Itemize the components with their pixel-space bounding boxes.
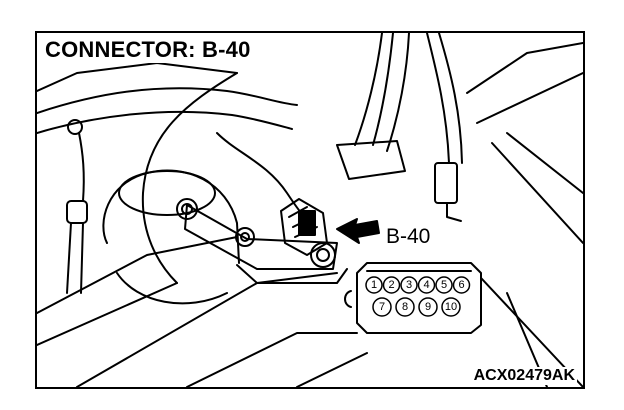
pin-4	[417, 276, 436, 294]
harness-strap	[336, 140, 406, 180]
bolt-right	[310, 242, 336, 268]
dipstick-tube-lower	[66, 222, 84, 294]
pin-label-3: 3	[406, 279, 412, 291]
bolt-left-head	[181, 203, 193, 215]
harness-inner	[372, 33, 394, 146]
bolt-center	[235, 227, 255, 247]
pin-label-9: 9	[425, 301, 431, 313]
sensor-wire-1	[141, 72, 238, 284]
pointer-arrow-icon	[336, 218, 380, 244]
right-panel-2	[476, 72, 583, 124]
dipstick-shaft	[78, 132, 85, 202]
right-harness-2	[438, 33, 463, 164]
housing-ring	[118, 170, 216, 216]
bolt-right-head	[316, 248, 330, 262]
pin-6	[452, 276, 471, 294]
pin-label-8: 8	[402, 301, 408, 313]
bracket	[184, 204, 338, 270]
pin-2	[382, 276, 401, 294]
lower-diagonal-1	[37, 236, 238, 314]
bracket-base	[236, 264, 348, 284]
right-panel-4	[506, 132, 583, 194]
pin-3	[400, 276, 418, 294]
right-lower-panel	[466, 262, 583, 387]
dipstick-tube	[66, 200, 88, 224]
pins-bottom-row: 7 8 9 10	[372, 297, 461, 317]
right-panel-3	[491, 142, 583, 244]
lower-body-1	[76, 272, 338, 387]
right-panel-1	[466, 42, 583, 94]
connector-latch	[344, 290, 352, 308]
right-harness-1	[426, 33, 450, 164]
connector-callout-label: B-40	[384, 225, 433, 249]
pin-label-2: 2	[388, 279, 394, 291]
lower-diagonal-2	[37, 282, 178, 346]
lower-body-2	[186, 332, 358, 387]
bolt-left	[176, 198, 198, 220]
pin-7	[372, 297, 392, 317]
sensor-body	[280, 198, 328, 256]
pin-1	[365, 276, 383, 294]
pin-label-5: 5	[441, 279, 447, 291]
clip-bolt	[446, 202, 462, 222]
pin-label-4: 4	[423, 279, 429, 291]
upper-cover-left	[37, 62, 238, 92]
pin-8	[395, 297, 415, 317]
pin-label-7: 7	[379, 301, 385, 313]
pin-10	[441, 297, 461, 317]
pin-label-10: 10	[445, 301, 457, 313]
bolt-center-head	[240, 232, 250, 242]
housing-lower	[116, 272, 228, 305]
pin-label-1: 1	[371, 279, 377, 291]
figure-code: ACX02479AK	[471, 367, 577, 385]
upper-hose-left	[37, 87, 298, 114]
dipstick-ring	[67, 119, 83, 135]
harness-right-edge	[386, 33, 410, 152]
upper-hose-left-lower-edge	[37, 110, 293, 134]
harness-left-edge	[354, 33, 383, 146]
pin-label-6: 6	[458, 279, 464, 291]
sensor-plug	[298, 210, 316, 236]
lower-body-3	[296, 352, 368, 387]
sensor-wire-2	[216, 132, 304, 216]
clip	[434, 162, 458, 204]
pin-5	[435, 276, 453, 294]
connector-outline	[356, 262, 482, 334]
pin-9	[418, 297, 438, 317]
page-title: CONNECTOR: B-40	[43, 37, 255, 63]
